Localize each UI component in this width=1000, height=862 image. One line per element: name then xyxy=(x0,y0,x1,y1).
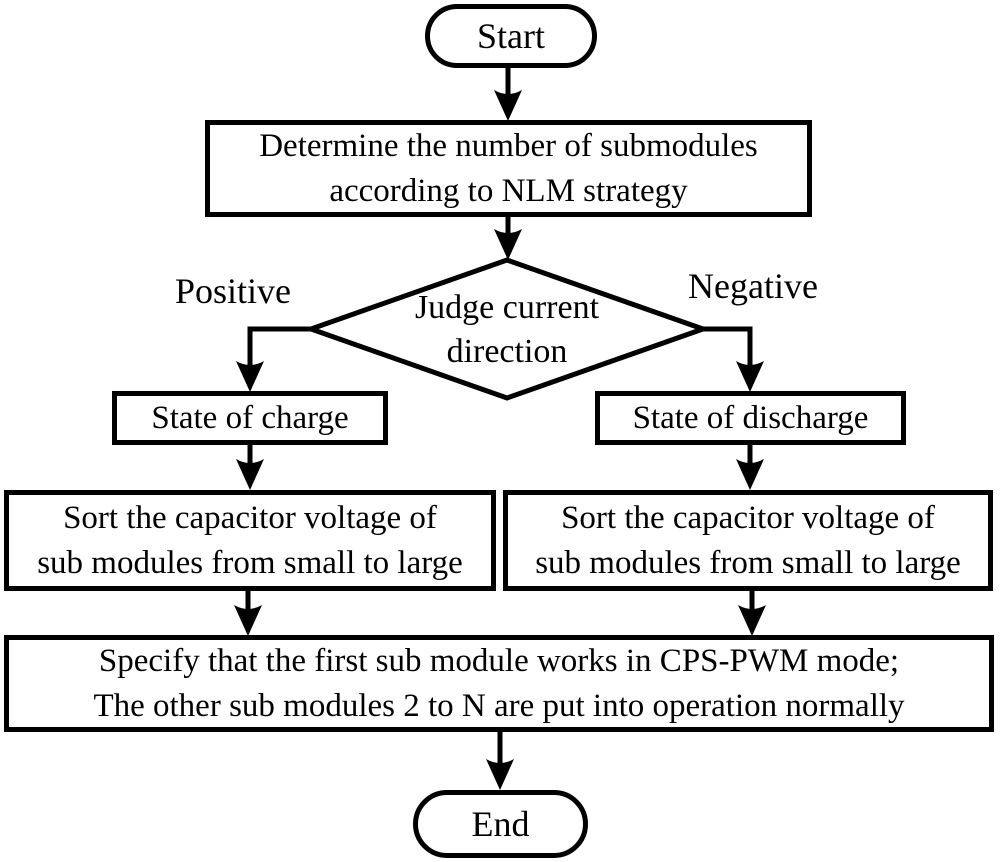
arrow-sort-left-to-specify xyxy=(234,589,262,636)
node-start: Start xyxy=(425,4,597,68)
arrow-sort-right-to-specify xyxy=(738,589,766,636)
branch-label-negative: Negative xyxy=(688,266,818,306)
decision-judge-current-direction-label: Judge current direction xyxy=(414,289,600,370)
arrow-decision-to-charge xyxy=(236,326,311,392)
node-sort-capacitor-voltage-left: Sort the capacitor voltage of sub module… xyxy=(4,490,496,591)
arrow-decision-to-discharge xyxy=(703,326,764,392)
arrow-start-to-determine xyxy=(494,66,522,121)
decision-diamond-shape xyxy=(303,257,711,401)
node-end: End xyxy=(413,790,588,858)
node-sort-capacitor-voltage-right: Sort the capacitor voltage of sub module… xyxy=(503,490,993,591)
branch-label-positive: Positive xyxy=(175,271,292,311)
arrow-discharge-to-sort-right xyxy=(736,443,764,490)
node-state-of-discharge: State of discharge xyxy=(595,391,906,445)
arrow-specify-to-end xyxy=(486,730,514,790)
arrow-determine-to-decision xyxy=(494,215,522,260)
node-state-of-charge: State of charge xyxy=(112,391,388,445)
arrow-charge-to-sort-left xyxy=(236,443,264,490)
node-determine-submodules: Determine the number of submodules accor… xyxy=(205,120,812,217)
node-specify-cps-pwm: Specify that the first sub module works … xyxy=(4,635,994,732)
